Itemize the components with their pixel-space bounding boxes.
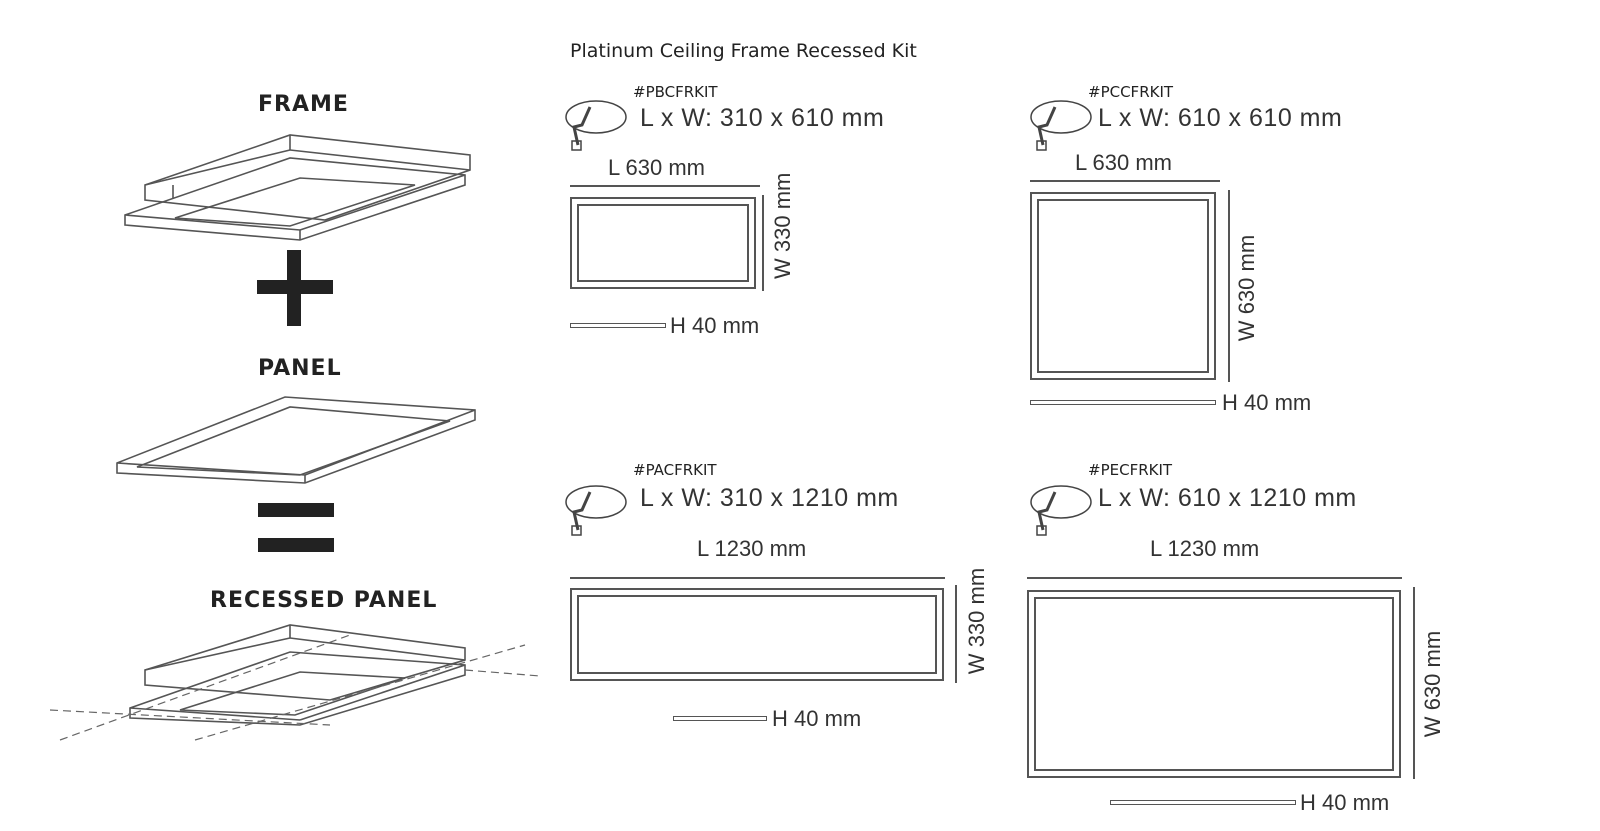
panel-drawing — [116, 396, 476, 484]
width-dimension: W 330 mm — [964, 567, 989, 675]
length-dimension: L 1230 mm — [697, 536, 807, 561]
kit-size: L x W: 310 x 1210 mm — [640, 484, 899, 512]
height-bar — [1110, 800, 1296, 805]
kit-size: L x W: 610 x 610 mm — [1098, 104, 1343, 132]
panel-label: PANEL — [258, 356, 342, 381]
kit-code: #PACFRKIT — [633, 461, 717, 479]
ceiling-lamp-icon — [565, 100, 627, 151]
frame-drawing — [124, 134, 471, 241]
width-line — [955, 585, 957, 683]
height-dimension: H 40 mm — [1300, 790, 1390, 815]
ceiling-lamp-icon — [565, 485, 627, 536]
kit-code: #PBCFRKIT — [633, 83, 718, 101]
ceiling-lamp-icon — [1030, 100, 1092, 151]
panel-outline — [1027, 590, 1401, 778]
height-bar — [570, 323, 666, 328]
width-dimension: W 630 mm — [1420, 630, 1445, 738]
height-bar — [673, 716, 767, 721]
equals-icon — [258, 503, 334, 552]
length-line — [1027, 577, 1402, 579]
kit-code: #PCCFRKIT — [1088, 83, 1174, 101]
height-dimension: H 40 mm — [1222, 390, 1312, 415]
length-dimension: L 1230 mm — [1150, 536, 1260, 561]
panel-outline — [570, 588, 944, 681]
kit-code: #PECFRKIT — [1088, 461, 1173, 479]
width-line — [1228, 190, 1230, 382]
length-dimension: L 630 mm — [1075, 150, 1173, 175]
length-line — [1030, 180, 1220, 182]
plus-icon — [257, 250, 333, 326]
width-dimension: W 630 mm — [1234, 234, 1259, 342]
length-line — [570, 577, 945, 579]
height-bar — [1030, 400, 1216, 405]
length-line — [570, 185, 760, 187]
frame-label: FRAME — [258, 92, 349, 117]
width-line — [1413, 587, 1415, 779]
height-dimension: H 40 mm — [670, 313, 760, 338]
kit-size: L x W: 610 x 1210 mm — [1098, 484, 1357, 512]
panel-outline — [1030, 192, 1216, 380]
panel-outline — [570, 197, 756, 289]
width-line — [762, 195, 764, 291]
recessed-panel-label: RECESSED PANEL — [210, 588, 438, 613]
recessed-panel-drawing — [49, 624, 541, 741]
kit-size: L x W: 310 x 610 mm — [640, 104, 885, 132]
ceiling-lamp-icon — [1030, 485, 1092, 536]
height-dimension: H 40 mm — [772, 706, 862, 731]
page-title: Platinum Ceiling Frame Recessed Kit — [570, 40, 917, 62]
length-dimension: L 630 mm — [608, 155, 706, 180]
width-dimension: W 330 mm — [770, 172, 795, 279]
